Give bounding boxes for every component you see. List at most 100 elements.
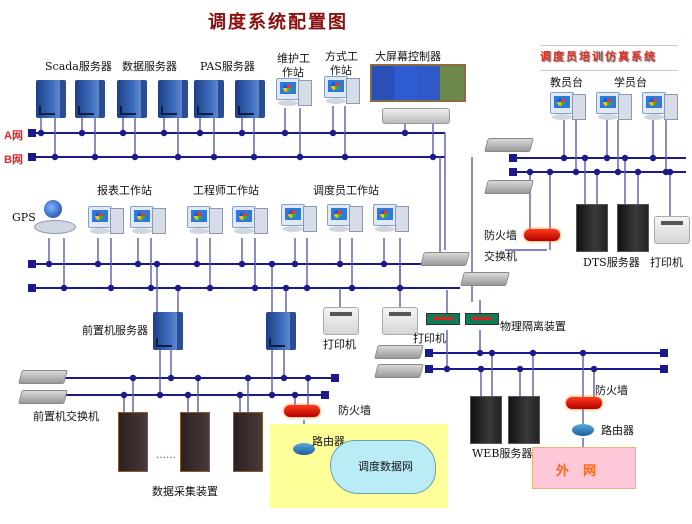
junction-dot [251,284,259,292]
junction-dot [572,168,580,176]
junction-dot [236,391,244,399]
junction-dot [91,153,99,161]
junction-dot [194,374,202,382]
junction-dot [336,260,344,268]
junction-dot [131,153,139,161]
junction-dot [593,168,601,176]
junction-dot [348,284,356,292]
front-server-2-icon [266,312,296,350]
junction-dot [476,349,484,357]
web-server-1-icon [470,396,502,444]
web-switch-1-icon [374,345,424,359]
junction-dot [516,365,524,373]
collector-2-icon [180,412,210,472]
maintenance-workstation-icon [276,78,312,110]
junction-dot [614,168,622,176]
junction-dot [206,284,214,292]
teacher-station-label: 教员台 [550,76,583,89]
junction-dot [603,154,611,162]
web-server-label: WEB服务器 [472,447,533,460]
engineer-ws-1-icon [187,206,223,238]
junction-dot [94,260,102,268]
junction-dot [304,374,312,382]
junction-dot [174,153,182,161]
engineer-ws-2-icon [232,206,268,238]
training-title-rule-top [540,45,678,46]
teacher-station-icon [550,92,586,124]
junction-dot [291,391,299,399]
mode-ws-label-2: 作站 [330,64,352,77]
dispatcher-ws-3-icon [373,204,409,236]
junction-dot [107,284,115,292]
scada-server-1-icon [36,80,66,118]
isolation-device-2-icon [465,313,499,325]
router-low-label: 路由器 [312,435,345,448]
junction-dot [291,260,299,268]
junction-dot [60,284,68,292]
student-station-1-icon [596,92,632,124]
junction-dot [268,260,276,268]
junction-dot [167,374,175,382]
junction-dot [526,168,534,176]
report-ws-label: 报表工作站 [97,184,152,197]
main-switch-2-icon [460,272,510,286]
junction-dot [281,129,289,137]
report-ws-1-icon [88,206,124,238]
data-server-2-icon [158,80,188,118]
junction-dot [238,129,246,137]
isolation-device-label: 物理隔离装置 [500,320,566,333]
junction-dot [153,260,161,268]
front-switch-label: 前置机交换机 [33,410,99,423]
junction-dot [443,365,451,373]
dts-server-1-icon [576,204,608,252]
printer-1-icon [323,307,359,335]
big-screen-display-icon [370,64,466,102]
dispatcher-ws-label: 调度员工作站 [313,184,379,197]
bus-junctions [28,129,668,399]
junction-dot [238,260,246,268]
front-switch-2-icon [18,390,68,404]
junction-dot [196,129,204,137]
junction-dot [210,153,218,161]
student-station-2-icon [642,92,678,124]
pas-server-1-icon [194,80,224,118]
pas-server-2-icon [235,80,265,118]
report-ws-2-icon [130,206,166,238]
front-server-1-icon [153,312,183,350]
dts-server-label: DTS服务器 [583,256,640,269]
junction-dot [296,153,304,161]
printer-1-label: 打印机 [323,338,356,351]
printer-2-icon [382,307,418,335]
junction-dot [380,260,388,268]
data-server-1-icon [117,80,147,118]
dispatcher-ws-2-icon [327,204,363,236]
firewall-mid-label: 防火墙 [484,229,517,242]
junction-dot [250,153,258,161]
junction-dot [634,168,642,176]
firewall-ext-icon [566,397,602,409]
dispatch-network-label: 调度数据网 [358,460,413,473]
junction-dot [590,365,598,373]
big-screen-controller-icon [382,108,450,124]
junction-dot [429,153,437,161]
mode-workstation-icon [324,76,360,108]
gps-icon [34,200,76,234]
student-station-label: 学员台 [614,76,647,89]
junction-dot [282,284,290,292]
junction-dot [579,349,587,357]
junction-dot [120,391,128,399]
router-low-icon [293,443,315,455]
diagram-title: 调度系统配置图 [208,12,348,33]
junction-dot [666,168,674,176]
junction-dot [560,154,568,162]
network-b-label: B网 [4,154,23,166]
junction-dot [160,129,168,137]
junction-dot [174,284,182,292]
junction-dot [147,284,155,292]
router-ext-label: 路由器 [601,424,634,437]
pas-server-label: PAS服务器 [200,60,255,73]
junction-dot [581,154,589,162]
junction-dot [244,374,252,382]
training-system-title: 调度员培训仿真系统 [540,50,657,63]
